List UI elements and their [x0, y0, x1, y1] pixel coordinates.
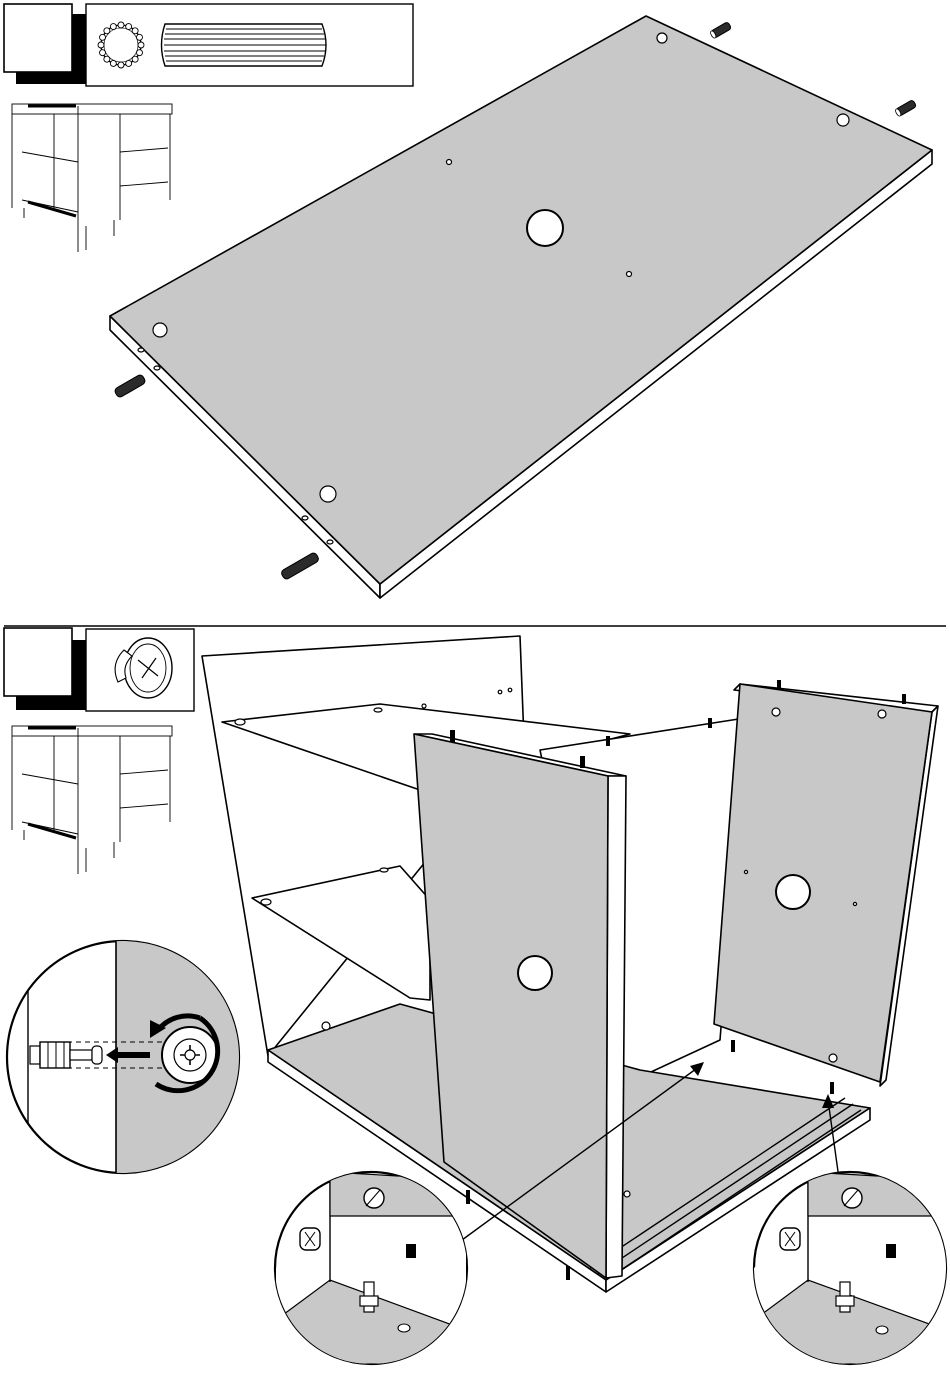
step-1-parts-box [86, 4, 413, 86]
cam-lock-rotation-detail [7, 940, 246, 1180]
step-2 [4, 628, 946, 1364]
side-panel-flat [110, 16, 932, 598]
cam-bolt-detail-right [754, 1172, 946, 1364]
cam-bolt-detail-left [275, 1172, 467, 1364]
scallop-mark [118, 62, 124, 68]
step-2-parts-box [86, 629, 194, 711]
step-1-number-box [4, 4, 86, 84]
scallop-mark [98, 42, 104, 48]
scallop-mark [138, 42, 144, 48]
cabinet-thumbnail-2 [12, 726, 172, 874]
cabinet-thumbnail-1 [12, 104, 172, 252]
scallop-mark [118, 22, 124, 28]
step-2-number-box [4, 628, 86, 710]
center-hole [527, 210, 563, 246]
wooden-dowel-icon [162, 24, 327, 66]
step-1 [4, 4, 932, 598]
cam-lock-disc-icon [98, 22, 144, 68]
